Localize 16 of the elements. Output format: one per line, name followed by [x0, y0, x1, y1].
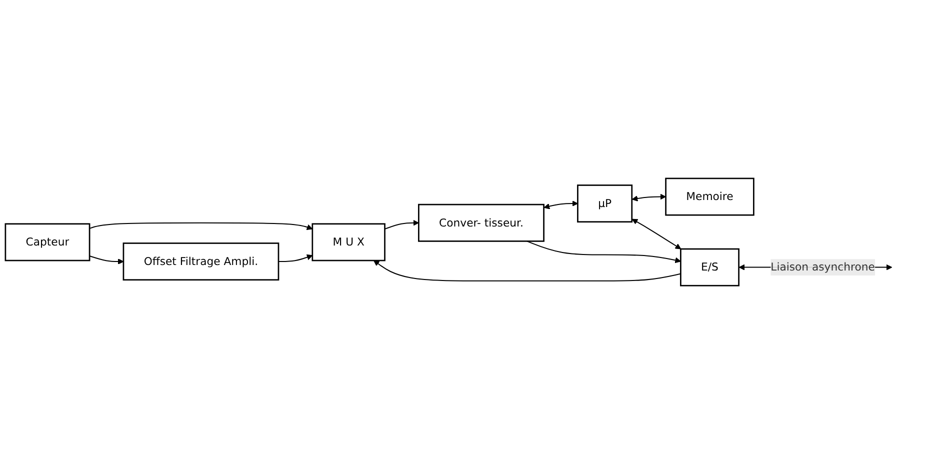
- arrow: [544, 201, 578, 210]
- node-box: Memoire: [665, 178, 754, 216]
- arrow: [632, 219, 682, 250]
- arrow: [89, 256, 124, 265]
- arrow: [374, 260, 681, 282]
- arrow: [89, 222, 313, 230]
- node-box: µP: [577, 185, 633, 223]
- arrow: [632, 194, 666, 202]
- node-box: M U X: [312, 224, 386, 262]
- node-box: Offset Filtrage Ampli.: [122, 243, 280, 281]
- node-box: Capteur: [4, 224, 90, 262]
- arrow: [278, 254, 313, 263]
- arrow: [384, 220, 419, 230]
- node-box: E/S: [680, 248, 740, 287]
- node-box: Conver- tisseur.: [418, 204, 544, 242]
- edge-label: Liaison asynchrone: [770, 260, 875, 274]
